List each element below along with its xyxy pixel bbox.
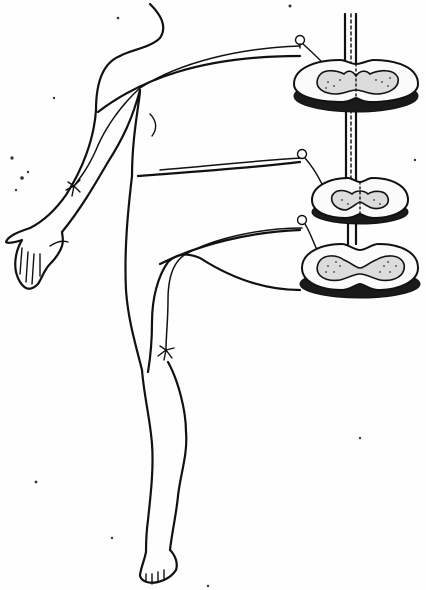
ganglion-middle [298,150,307,159]
hand-fingers [20,248,40,284]
neck-line [120,4,163,56]
spinal-nerves [74,46,302,350]
shin-inner-line [168,362,186,550]
torso-side-line [125,92,142,370]
thigh-bottom-line [148,255,300,372]
hand-outline [6,228,63,289]
torso-mark [150,114,156,136]
arm-outer-line [30,56,120,228]
cord-segment-lower [300,244,420,298]
cord-segment-upper [294,60,418,112]
nerve-endings [66,180,174,360]
shin-outer-line [142,370,153,552]
human-body-outline [6,4,300,584]
ganglion-lower [298,216,307,225]
shoulder-contour [98,56,300,112]
ganglion-upper [296,36,305,45]
hand-thumb [50,241,68,246]
cord-segment-middle [312,178,408,224]
thigh-top-line [160,230,300,264]
